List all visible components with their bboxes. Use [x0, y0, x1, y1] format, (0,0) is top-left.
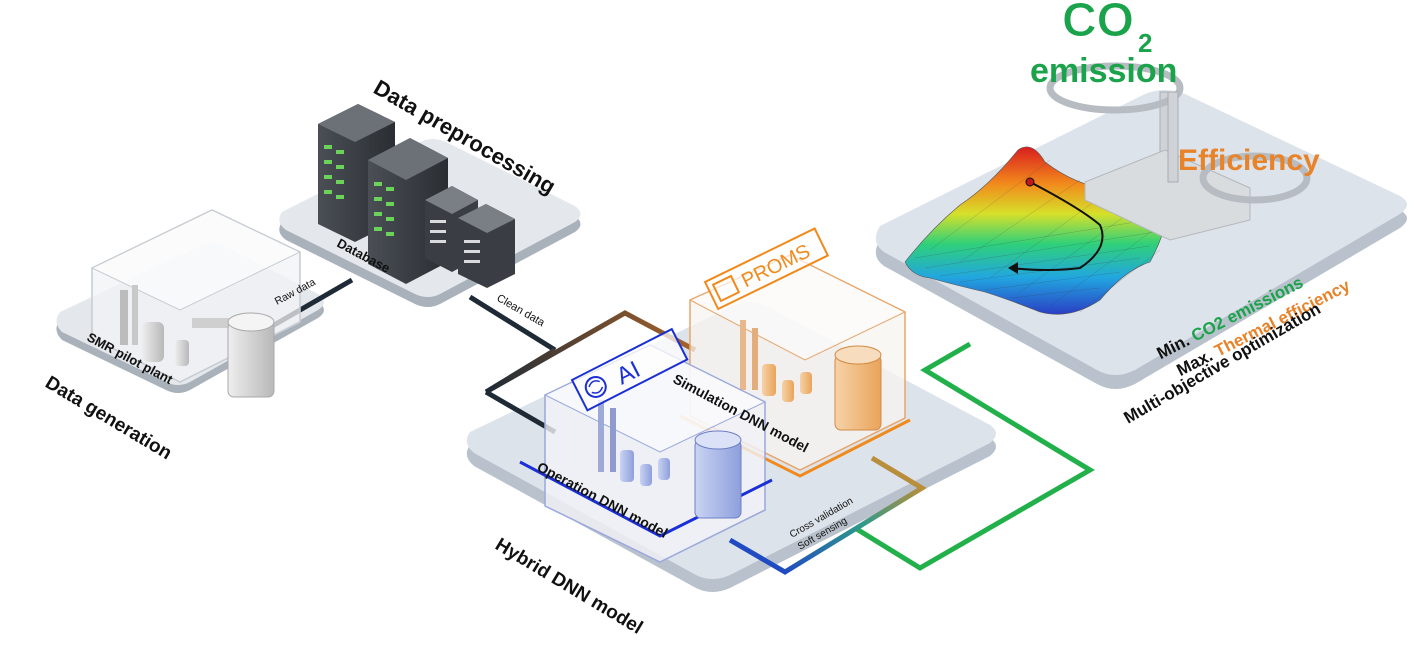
emission-label: emission [1030, 52, 1177, 90]
clean-data-label: Clean data [495, 292, 548, 329]
ai-badge: AI [570, 327, 689, 412]
feed-line-to-operation [484, 389, 557, 435]
hybrid-dnn-label: Hybrid DNN model [491, 534, 646, 638]
proms-logo-icon [711, 274, 741, 303]
clean-data-line [468, 294, 557, 353]
path-start-point [1025, 177, 1035, 187]
efficiency-label: Efficiency [1178, 144, 1320, 177]
co2-subscript: 2 [1138, 28, 1152, 58]
optimization-path [1009, 181, 1104, 271]
smr-pilot-plant [90, 209, 302, 398]
co2-emission-title: CO 2 emission [1030, 0, 1177, 90]
efficiency-loupe [1084, 91, 1311, 241]
co2-label: CO [1062, 0, 1134, 47]
database-servers [318, 104, 515, 288]
feed-line-to-simulation [484, 310, 697, 395]
optimization-link-line [853, 341, 1095, 571]
data-generation-label: Data generation [41, 372, 175, 464]
brain-icon [584, 375, 607, 398]
cross-validation-line [728, 455, 927, 575]
path-arrowhead [1008, 262, 1018, 274]
